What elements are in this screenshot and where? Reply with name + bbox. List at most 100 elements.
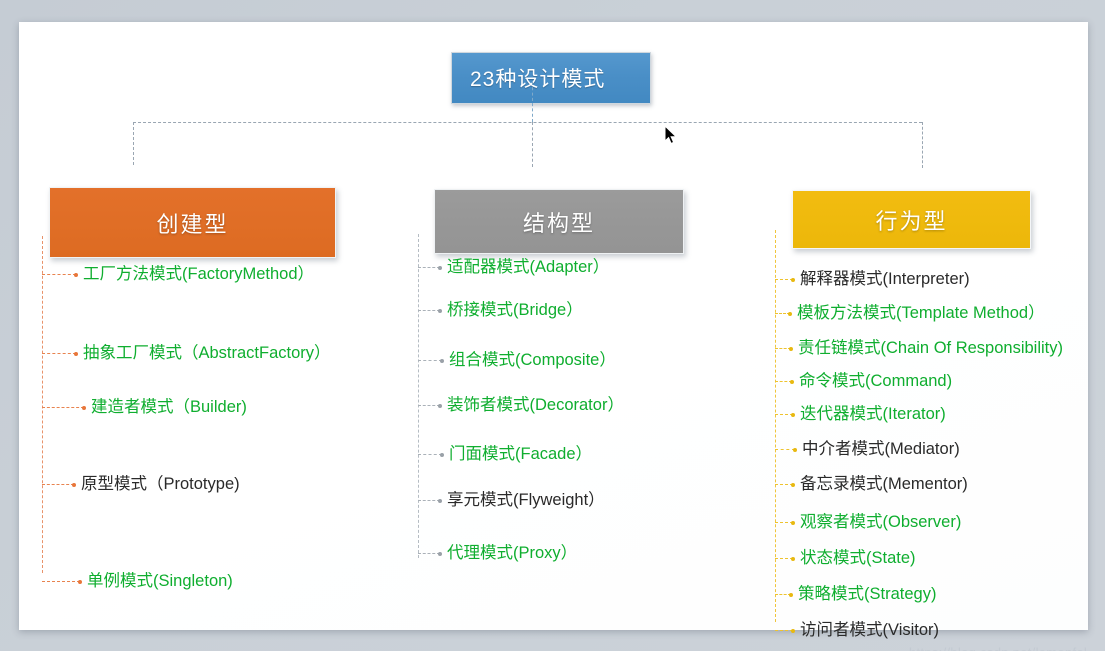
- connector-line: [418, 308, 442, 313]
- category-box-behavioral[interactable]: 行为型: [792, 190, 1031, 249]
- list-item[interactable]: 门面模式(Facade）: [418, 446, 592, 463]
- pattern-label: 中介者模式(Mediator): [802, 440, 960, 458]
- connector-dot: [438, 265, 442, 270]
- pattern-label: 观察者模式(Observer): [800, 513, 962, 531]
- bus-drop-structural: [532, 122, 533, 167]
- list-item[interactable]: 抽象工厂模式（AbstractFactory）: [42, 345, 331, 362]
- list-item[interactable]: 装饰者模式(Decorator）: [418, 397, 624, 414]
- connector-line: [775, 482, 795, 487]
- connector-line: [775, 412, 795, 417]
- list-item[interactable]: 组合模式(Composite）: [418, 352, 616, 369]
- connector-line: [42, 405, 86, 410]
- pattern-label: 状态模式(State): [800, 549, 916, 567]
- connector-dot: [74, 351, 78, 356]
- list-item[interactable]: 桥接模式(Bridge）: [418, 302, 583, 319]
- list-item[interactable]: 单例模式(Singleton): [42, 573, 233, 590]
- trunk-line-creational: [42, 236, 43, 573]
- pattern-label: 解释器模式(Interpreter): [800, 270, 970, 288]
- column-behavioral: 解释器模式(Interpreter) 模板方法模式(Template Metho…: [775, 230, 1095, 638]
- connector-dot: [789, 592, 793, 597]
- connector-dot: [74, 272, 78, 277]
- connector-dot: [791, 628, 795, 633]
- pattern-label: 责任链模式(Chain Of Responsibility): [798, 339, 1063, 357]
- column-creational: 工厂方法模式(FactoryMethod） 抽象工厂模式（AbstractFac…: [42, 236, 372, 589]
- connector-line: [42, 351, 78, 356]
- connector-dot: [438, 498, 442, 503]
- connector-dot: [791, 520, 795, 525]
- list-item[interactable]: 访问者模式(Visitor): [775, 622, 939, 639]
- pattern-label: 模板方法模式(Template Method）: [797, 304, 1045, 322]
- list-item[interactable]: 中介者模式(Mediator): [775, 441, 960, 458]
- list-item[interactable]: 解释器模式(Interpreter): [775, 271, 970, 288]
- list-item[interactable]: 适配器模式(Adapter）: [418, 259, 609, 276]
- trunk-line-behavioral: [775, 230, 776, 622]
- connector-dot: [791, 277, 795, 282]
- pattern-label: 建造者模式（Builder): [91, 398, 247, 416]
- list-item[interactable]: 策略模式(Strategy): [775, 586, 936, 603]
- list-item[interactable]: 代理模式(Proxy）: [418, 545, 577, 562]
- pattern-label: 适配器模式(Adapter）: [447, 258, 610, 276]
- list-item[interactable]: 享元模式(Flyweight）: [418, 492, 605, 509]
- connector-line: [418, 498, 442, 503]
- category-box-structural[interactable]: 结构型: [434, 189, 684, 254]
- pattern-label: 单例模式(Singleton): [87, 572, 233, 590]
- list-item[interactable]: 迭代器模式(Iterator): [775, 406, 946, 423]
- connector-dot: [791, 556, 795, 561]
- pattern-label: 享元模式(Flyweight）: [447, 491, 605, 509]
- root-stem-line: [532, 82, 533, 122]
- connector-line: [418, 358, 444, 363]
- connector-line: [775, 628, 795, 633]
- pattern-label: 备忘录模式(Mementor): [800, 475, 968, 493]
- connector-dot: [790, 379, 794, 384]
- connector-line: [42, 482, 76, 487]
- bus-drop-creational: [133, 122, 134, 165]
- list-item[interactable]: 命令模式(Command): [775, 373, 952, 390]
- connector-line: [418, 403, 442, 408]
- connector-dot: [440, 452, 444, 457]
- connector-dot: [440, 358, 444, 363]
- pattern-label: 策略模式(Strategy): [798, 585, 937, 603]
- root-node-label: 23种设计模式: [470, 68, 606, 91]
- connector-line: [775, 311, 792, 316]
- pattern-label: 门面模式(Facade）: [449, 445, 593, 463]
- list-item[interactable]: 工厂方法模式(FactoryMethod）: [42, 266, 314, 283]
- bus-drop-behavioral: [922, 122, 923, 168]
- root-node-23-design-patterns[interactable]: 23种设计模式: [451, 52, 651, 104]
- list-item[interactable]: 建造者模式（Builder): [42, 399, 247, 416]
- pattern-label: 命令模式(Command): [799, 372, 953, 390]
- category-label-creational: 创建型: [156, 211, 229, 237]
- category-label-behavioral: 行为型: [875, 208, 948, 234]
- pattern-label: 组合模式(Composite）: [449, 351, 616, 369]
- connector-dot: [793, 447, 797, 452]
- pattern-label: 访问者模式(Visitor): [800, 621, 940, 639]
- connector-dot: [789, 346, 793, 351]
- connector-dot: [438, 308, 442, 313]
- category-box-creational[interactable]: 创建型: [49, 187, 336, 258]
- connector-dot: [82, 405, 86, 410]
- connector-line: [775, 277, 795, 282]
- connector-dot: [78, 579, 82, 584]
- connector-dot: [788, 311, 792, 316]
- pattern-label: 抽象工厂模式（AbstractFactory）: [83, 344, 331, 362]
- list-item[interactable]: 责任链模式(Chain Of Responsibility): [775, 340, 1063, 357]
- pattern-label: 原型模式（Prototype): [81, 475, 240, 493]
- connector-line: [775, 346, 793, 351]
- connector-line: [418, 452, 444, 457]
- connector-line: [418, 265, 442, 270]
- connector-line: [775, 447, 797, 452]
- connector-line: [775, 520, 795, 525]
- connector-line: [775, 379, 794, 384]
- connector-line: [42, 579, 82, 584]
- slide-page: 23种设计模式 创建型 结构型 行为型 工厂方法模式(FactoryMethod…: [19, 22, 1088, 651]
- list-item[interactable]: 模板方法模式(Template Method）: [775, 305, 1045, 322]
- connector-dot: [438, 403, 442, 408]
- pattern-label: 工厂方法模式(FactoryMethod）: [83, 265, 315, 283]
- list-item[interactable]: 备忘录模式(Mementor): [775, 476, 968, 493]
- pattern-label: 装饰者模式(Decorator）: [447, 396, 624, 414]
- connector-line: [418, 551, 442, 556]
- list-item[interactable]: 观察者模式(Observer): [775, 514, 961, 531]
- column-structural: 适配器模式(Adapter） 桥接模式(Bridge） 组合模式(Composi…: [418, 234, 718, 564]
- list-item[interactable]: 状态模式(State): [775, 550, 916, 567]
- pattern-label: 迭代器模式(Iterator): [800, 405, 946, 423]
- list-item[interactable]: 原型模式（Prototype): [42, 476, 240, 493]
